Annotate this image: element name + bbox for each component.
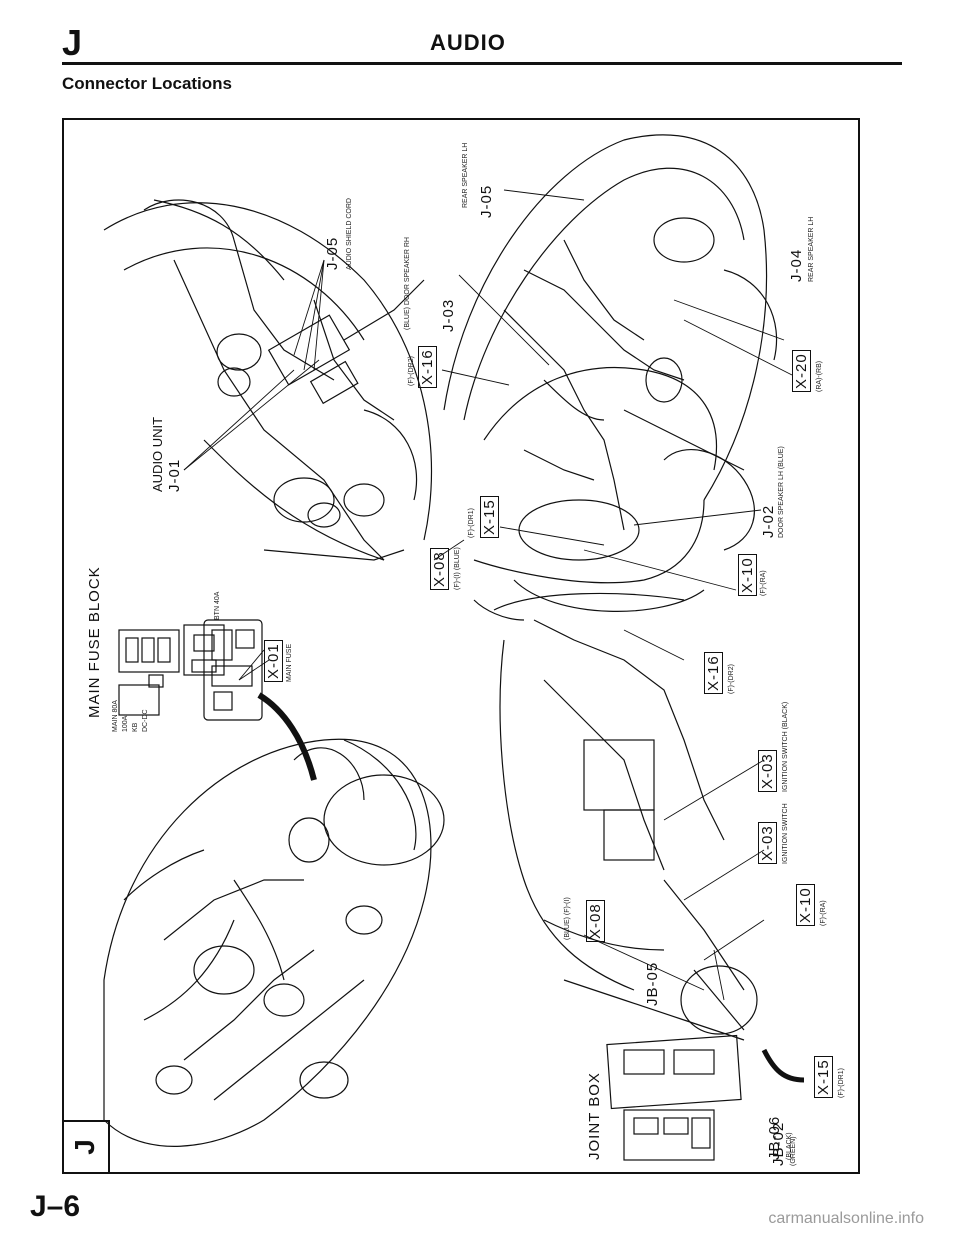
x08-low-sub: (BLUE) (F)-(I): [564, 897, 571, 940]
j05-top-sub: AUDIO SHIELD CORD: [346, 198, 353, 270]
jb02-sub: (GREEN): [790, 1136, 797, 1166]
audio-unit-label: AUDIO UNIT: [150, 416, 165, 492]
dashboard-illustration: [103, 199, 433, 561]
section-letter: J: [62, 22, 83, 63]
connector-diagram: AUDIO UNIT J-01 J-05 AUDIO SHIELD CORD R…: [62, 118, 860, 1174]
x03-a-sub: IGNITION SWITCH (BLACK): [782, 701, 789, 792]
watermark: carmanualsonline.info: [768, 1210, 924, 1227]
j05-right-label: J-05: [478, 184, 495, 218]
fuse-block-illustration: [118, 619, 270, 721]
main-fuse-left4: DC-DC: [142, 709, 149, 732]
j03-sub: (BLUE) DOOR SPEAKER RH: [404, 237, 411, 330]
x10-top-label: X-10: [738, 554, 757, 596]
instrument-panel-illustration: [473, 592, 805, 1161]
page-title: AUDIO: [430, 30, 506, 55]
x01-sub: MAIN FUSE: [286, 643, 293, 682]
page-number: J–6: [30, 1190, 81, 1223]
x16-top-label: X-16: [418, 346, 437, 388]
x08-top-label: X-08: [430, 548, 449, 590]
x15-low-sub: (F)-(DR1): [838, 1068, 845, 1098]
j03-label: J-03: [440, 298, 457, 332]
j02-label: J-02: [760, 504, 777, 538]
x03-b-sub: IGNITION SWITCH: [782, 803, 789, 864]
x15-low-label: X-15: [814, 1056, 833, 1098]
main-fuse-block-title: MAIN FUSE BLOCK: [86, 566, 103, 718]
x01-label: X-01: [264, 640, 283, 682]
x10-low-sub: (F)-(RA): [820, 900, 827, 926]
x15-top-sub: (F)-(DR1): [468, 508, 475, 538]
j04-sub: REAR SPEAKER LH: [808, 216, 815, 282]
x10-top-sub: (F)-(RA): [760, 570, 767, 596]
x16-mid-sub: (F)-(DR2): [728, 664, 735, 694]
rear-body-illustration: [433, 134, 793, 612]
x20-sub: (RA)-(RB): [816, 360, 823, 392]
main-fuse-right: BTN 40A: [214, 591, 221, 620]
main-fuse-left: MAIN 80A: [112, 700, 119, 732]
x03-a-label: X-03: [758, 750, 777, 792]
joint-box-title: JOINT BOX: [586, 1072, 603, 1160]
main-fuse-left2: 100A: [122, 715, 129, 732]
side-tab: J: [62, 1120, 110, 1172]
header-rule: [62, 62, 902, 65]
x16-mid-label: X-16: [704, 652, 723, 694]
x08-low-label: X-08: [586, 900, 605, 942]
section-subtitle: Connector Locations: [62, 74, 233, 93]
j05-top-label: J-05: [324, 236, 341, 270]
jb02-label: JB-02: [770, 1121, 787, 1166]
x20-label: X-20: [792, 350, 811, 392]
wiring-illustration: [103, 134, 805, 1161]
engine-illustration: [103, 692, 445, 1147]
j02-sub: DOOR SPEAKER LH (BLUE): [778, 446, 785, 538]
x10-low-label: X-10: [796, 884, 815, 926]
jb05-label: JB-05: [644, 961, 661, 1006]
x08-top-sub: (F)-(I) (BLUE): [454, 547, 461, 590]
x16-top-sub: (F)-(DR2): [408, 356, 415, 386]
j01-label: J-01: [166, 458, 183, 492]
rear-speaker-lh-label: REAR SPEAKER LH: [462, 142, 469, 208]
main-fuse-left3: KB: [132, 722, 139, 732]
side-tab-letter: J: [68, 1139, 100, 1155]
x03-b-label: X-03: [758, 822, 777, 864]
j04-label: J-04: [788, 248, 805, 282]
x15-top-label: X-15: [480, 496, 499, 538]
